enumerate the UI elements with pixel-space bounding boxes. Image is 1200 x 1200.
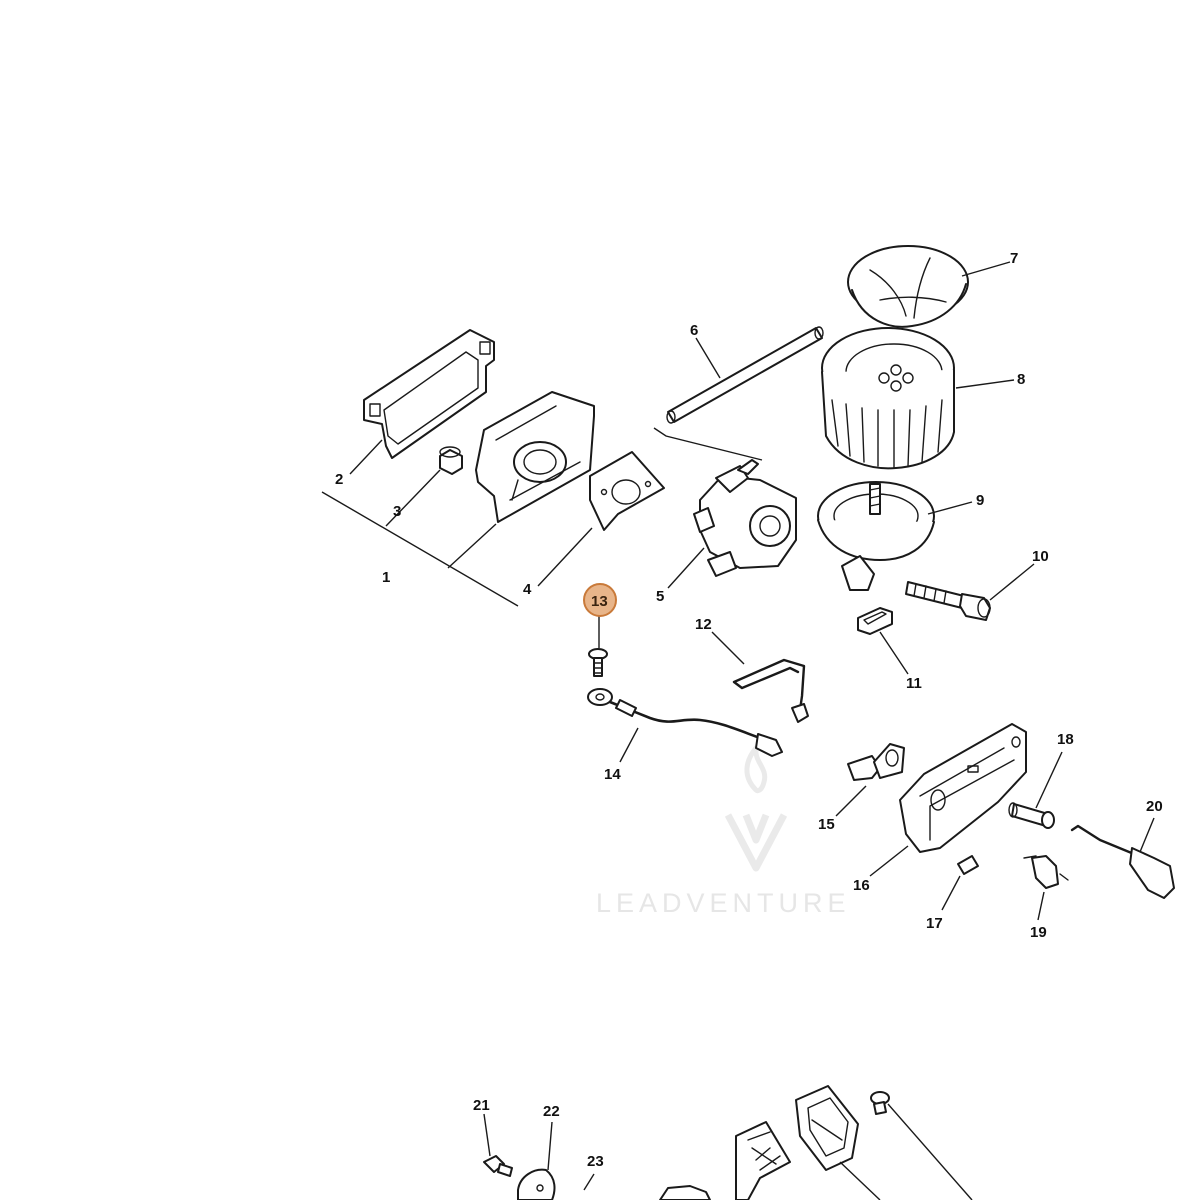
part-7-filter-cover[interactable] — [847, 245, 969, 328]
part-22-cap[interactable] — [517, 1168, 556, 1200]
leader-lines — [321, 261, 1155, 1200]
part-12-rod[interactable] — [732, 658, 809, 723]
part-19-connector[interactable] — [1023, 855, 1069, 889]
callout-5[interactable]: 5 — [656, 588, 664, 605]
callout-13-highlight — [583, 583, 617, 617]
callout-14[interactable]: 14 — [604, 766, 621, 783]
part-23-housing[interactable] — [659, 1185, 711, 1200]
watermark-flame-icon — [744, 745, 768, 794]
callout-19[interactable]: 19 — [1030, 924, 1047, 941]
callout-22[interactable]: 22 — [543, 1103, 560, 1120]
callout-13[interactable]: 13 — [591, 593, 608, 610]
watermark-text: LEADVENTURE — [596, 888, 851, 918]
callout-16[interactable]: 16 — [853, 877, 870, 894]
part-11-grommet[interactable] — [857, 607, 893, 635]
part-24-screen[interactable] — [735, 1121, 791, 1200]
callout-8[interactable]: 8 — [1017, 371, 1025, 388]
callout-20[interactable]: 20 — [1146, 798, 1163, 815]
callout-4[interactable]: 4 — [523, 581, 532, 598]
part-14-wire-harness[interactable] — [587, 688, 783, 757]
callout-12[interactable]: 12 — [695, 616, 712, 633]
callout-9[interactable]: 9 — [976, 492, 984, 509]
callout-18[interactable]: 18 — [1057, 731, 1074, 748]
part-3-plug[interactable] — [439, 446, 463, 475]
leader-6-bracket — [653, 427, 763, 461]
callout-11[interactable]: 11 — [906, 675, 922, 692]
callout-6[interactable]: 6 — [690, 322, 698, 339]
part-21-bolt[interactable] — [483, 1155, 513, 1177]
part-20-choke-lever[interactable] — [1070, 824, 1175, 899]
part-17-pad[interactable] — [957, 855, 979, 875]
part-5-carburetor[interactable] — [693, 459, 797, 577]
callout-3[interactable]: 3 — [393, 503, 401, 520]
part-13-screw[interactable] — [588, 648, 608, 677]
part-10-bolt[interactable] — [905, 581, 991, 621]
part-6-tube[interactable] — [666, 326, 824, 424]
part-16-housing[interactable] — [899, 723, 1027, 853]
callout-21[interactable]: 21 — [473, 1097, 490, 1114]
callout-15[interactable]: 15 — [818, 816, 835, 833]
part-15-bracket[interactable] — [847, 743, 905, 781]
part-4-gasket[interactable] — [589, 451, 665, 531]
callout-10[interactable]: 10 — [1032, 548, 1049, 565]
watermark-logo-icon — [724, 813, 788, 872]
part-9-filter-base[interactable] — [817, 481, 935, 591]
callout-23[interactable]: 23 — [587, 1153, 604, 1170]
callout-7[interactable]: 7 — [1010, 250, 1018, 267]
callout-17[interactable]: 17 — [926, 915, 943, 932]
part-8-air-filter[interactable] — [821, 327, 955, 470]
part-1-intake-flange[interactable] — [475, 391, 595, 523]
callout-labels: 1 2 3 4 5 6 7 8 9 10 11 12 13 14 15 16 1… — [335, 250, 1163, 1170]
watermark: LEADVENTURE — [596, 745, 851, 918]
part-2-gasket[interactable] — [363, 329, 495, 459]
callout-1[interactable]: 1 — [382, 569, 390, 586]
part-25-gasket[interactable] — [795, 1085, 859, 1171]
part-26-screw[interactable] — [870, 1091, 890, 1115]
callout-2[interactable]: 2 — [335, 471, 343, 488]
part-18-knob[interactable] — [1008, 802, 1055, 829]
